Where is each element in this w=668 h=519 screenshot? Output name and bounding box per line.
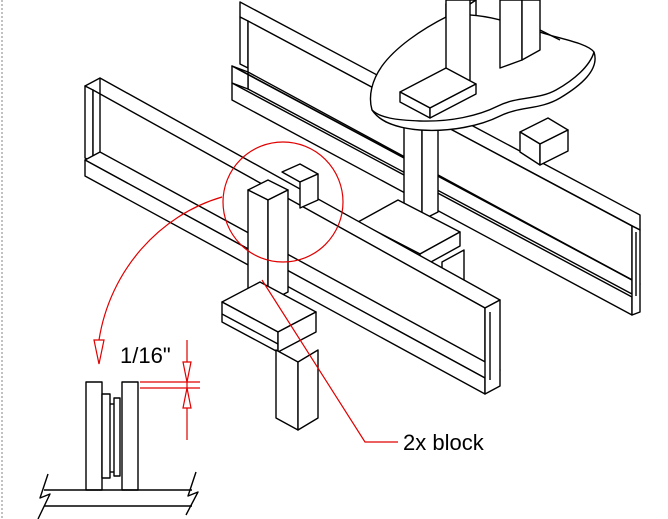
front-beam [84, 77, 501, 395]
detail-arrowhead [93, 339, 105, 365]
block-callout-label: 2x block [403, 430, 485, 455]
block-leader [261, 279, 398, 443]
rear-upright-side [299, 173, 319, 209]
lower-post-front [275, 349, 299, 431]
cutaway-edge [371, 51, 595, 122]
detail-section [37, 381, 199, 519]
block-side [267, 189, 289, 303]
rear-post-side [539, 129, 569, 166]
gap-dimension-label: 1/16" [120, 343, 171, 368]
lower-post-side [297, 349, 319, 431]
cutaway-upright [499, 0, 523, 69]
detail-circle [222, 141, 344, 263]
cutaway-sill-side [429, 83, 477, 119]
detail-leader [98, 196, 223, 341]
callouts [93, 141, 398, 443]
linework [37, 0, 641, 519]
cutaway-upright-side [521, 0, 541, 61]
cutaway-post-front [445, 0, 471, 89]
pad-side [277, 311, 317, 353]
